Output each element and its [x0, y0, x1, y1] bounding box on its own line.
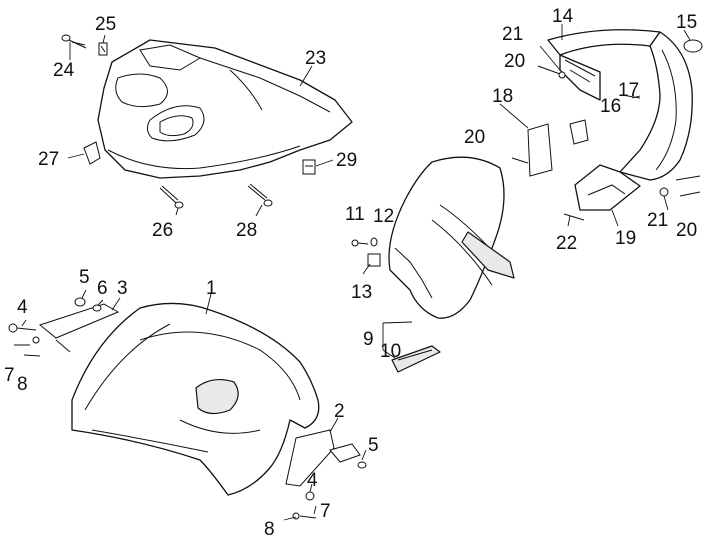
label-1: 1	[206, 278, 217, 299]
label-24: 24	[53, 60, 75, 81]
bracket-3	[38, 303, 120, 353]
label-20-bottom: 20	[676, 220, 697, 241]
label-11: 11	[345, 204, 365, 225]
label-6: 6	[97, 278, 108, 299]
label-13: 13	[351, 282, 372, 303]
clip-25	[98, 42, 108, 56]
label-15: 15	[676, 12, 697, 33]
rubber-flap-10	[391, 345, 441, 373]
label-25: 25	[95, 14, 116, 35]
label-5-right: 5	[368, 435, 379, 456]
label-10: 10	[380, 341, 401, 362]
front-fender-1	[71, 302, 320, 496]
label-4-left: 4	[17, 297, 28, 318]
label-23: 23	[305, 48, 326, 69]
label-9: 9	[363, 329, 374, 350]
clip-13	[367, 253, 381, 267]
label-20-mid: 20	[464, 127, 485, 148]
reflector-15	[683, 39, 703, 53]
label-19: 19	[615, 228, 636, 249]
label-14: 14	[552, 6, 574, 27]
label-20-top: 20	[504, 51, 525, 72]
nut-12	[370, 237, 378, 247]
label-3: 3	[117, 278, 128, 299]
rear-bracket-14	[547, 29, 661, 101]
splash-guard-9	[388, 156, 515, 319]
screw-26	[159, 185, 184, 209]
bracket-2	[285, 429, 361, 487]
inner-panel-23	[97, 39, 353, 179]
rear-mudguard-19	[574, 31, 693, 211]
label-8-right: 8	[264, 519, 275, 540]
label-26: 26	[152, 220, 173, 241]
label-17: 17	[618, 80, 639, 101]
screw-24	[61, 34, 87, 49]
label-22: 22	[556, 233, 577, 254]
label-18: 18	[492, 86, 513, 107]
clip-29	[302, 159, 316, 175]
label-2: 2	[334, 401, 345, 422]
label-7-left: 7	[4, 365, 15, 386]
label-16: 16	[600, 96, 621, 117]
label-28: 28	[236, 220, 257, 241]
hardware-4-5-6-7-8-left	[8, 297, 102, 357]
label-21-top: 21	[502, 24, 523, 45]
label-29: 29	[336, 150, 357, 171]
label-8-left: 8	[17, 374, 28, 395]
label-27: 27	[38, 149, 59, 170]
bolts-20-21	[511, 65, 701, 221]
screw-28	[247, 183, 273, 207]
label-4-right: 4	[307, 470, 318, 491]
label-12: 12	[373, 206, 394, 227]
label-21-bottom: 21	[647, 210, 668, 231]
label-5-left: 5	[79, 267, 90, 288]
label-7-right: 7	[320, 501, 331, 522]
clip-27	[83, 141, 101, 165]
bolt-11	[351, 239, 369, 247]
